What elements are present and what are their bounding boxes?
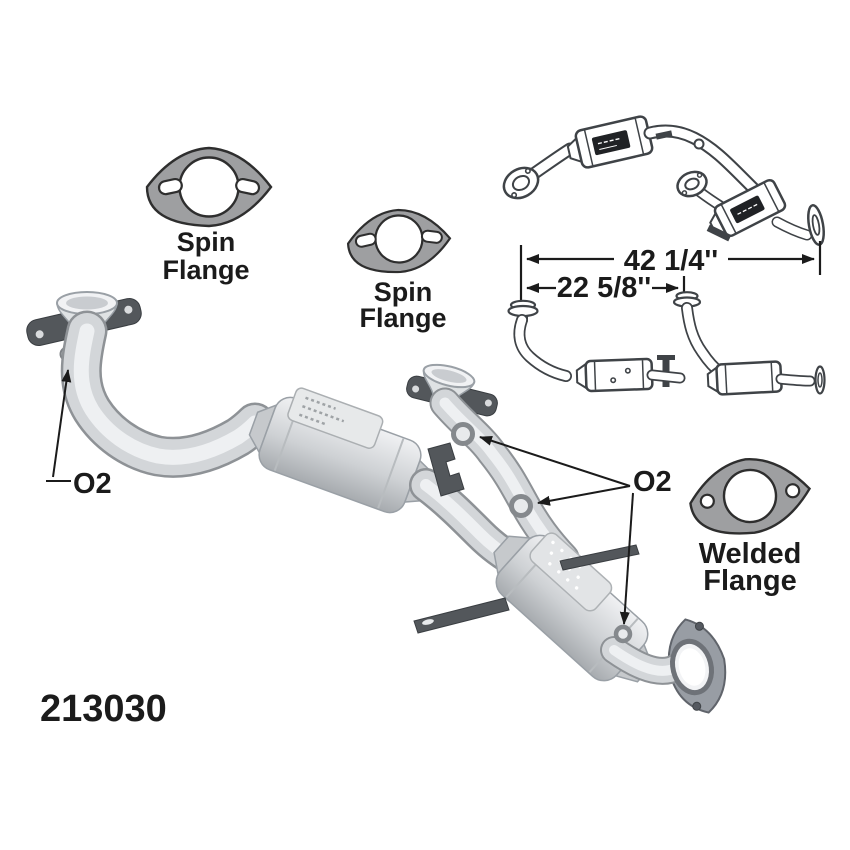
gasket-bolt-slot xyxy=(354,232,377,248)
gasket-label: Flange xyxy=(359,303,446,333)
outlet-bore xyxy=(670,638,714,696)
o2-port-ring xyxy=(613,624,633,644)
o2-port-ring xyxy=(509,494,533,518)
o2-label: O2 xyxy=(73,468,112,500)
converter-label-patch xyxy=(730,195,765,224)
gasket-label: Spin xyxy=(374,277,433,307)
dimension-partial-length: 22 5/8'' xyxy=(557,272,651,304)
main-assembly xyxy=(26,291,727,714)
clamp-bracket xyxy=(427,442,465,497)
bottomview-outlet-flange xyxy=(814,365,826,395)
o2-port-ring xyxy=(451,422,475,446)
hanger-rod xyxy=(413,597,510,634)
dimension-overall-length: 42 1/4'' xyxy=(624,245,718,277)
gasket-bolt-slot xyxy=(235,177,261,196)
o2-callout-right: O2 xyxy=(479,435,672,625)
gasket-bolt-hole xyxy=(699,493,715,509)
gasket-bore xyxy=(374,214,424,264)
sideview-clamp xyxy=(655,130,673,140)
gasket-bore xyxy=(722,468,778,524)
gasket-label: Spin xyxy=(177,227,236,257)
gasket-spin-flange-2: Spin Flange xyxy=(346,208,452,333)
side-view-top xyxy=(502,115,825,246)
side-view-bottom xyxy=(507,291,826,396)
bottomview-converter-rear xyxy=(706,360,783,396)
gasket-label: Welded xyxy=(699,538,802,570)
sideview-converter-front xyxy=(566,115,654,169)
sideview-hanger xyxy=(706,224,732,242)
o2-callout-left: O2 xyxy=(46,369,112,500)
outlet-bolt-hole xyxy=(694,621,704,631)
gasket-bore xyxy=(178,156,240,218)
gasket-label: Flange xyxy=(162,255,249,285)
gasket-bolt-slot xyxy=(157,177,183,196)
gasket-bolt-slot xyxy=(420,229,443,244)
dimension-annotations: 42 1/4'' 22 5/8'' xyxy=(519,241,822,304)
outlet-bolt-hole xyxy=(692,701,702,711)
converter-label-patch xyxy=(287,387,384,449)
part-number: 213030 xyxy=(40,688,167,730)
sideview-inlet-flange-2 xyxy=(676,170,708,198)
hanger-strap xyxy=(559,544,640,571)
gasket-label: Flange xyxy=(703,565,796,597)
hanger-rod-slot xyxy=(422,619,434,625)
sideview-inlet-flange xyxy=(502,166,540,200)
gasket-spin-flange-1: Spin Flange xyxy=(145,146,273,285)
bottomview-converter-front xyxy=(575,357,654,393)
sideview-o2-port xyxy=(693,138,705,150)
o2-label: O2 xyxy=(633,466,672,498)
gasket-bolt-hole xyxy=(785,483,801,499)
o2-sensor-ports xyxy=(451,422,633,644)
gasket-welded-flange: Welded Flange xyxy=(689,458,812,597)
